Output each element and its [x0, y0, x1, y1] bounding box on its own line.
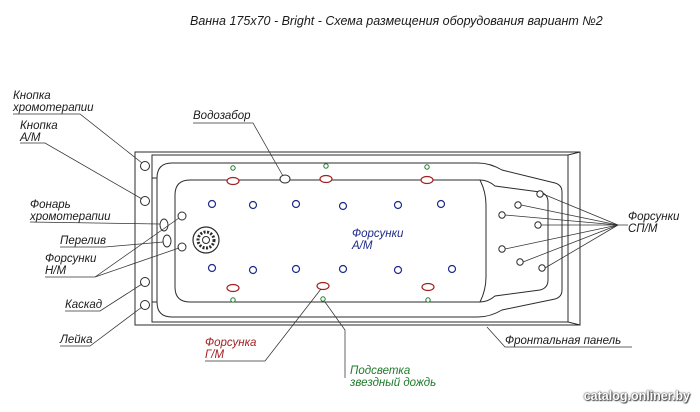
label-chromo-button-1: Кнопка [13, 90, 51, 102]
shower-head-icon [140, 300, 150, 310]
am-nozzles [207, 199, 457, 275]
label-starry-sky-2: звездный дождь [349, 377, 436, 389]
star-light-icon [323, 163, 329, 169]
gm-nozzle-icon [319, 174, 333, 184]
label-chromo-lamp-1: Фонарь [30, 199, 71, 211]
water-intake-icon [279, 174, 291, 184]
gm-nozzle-icon [226, 283, 240, 293]
gm-nozzle-icon [226, 176, 240, 186]
gm-nozzle-icon [421, 282, 435, 292]
am-nozzle-icon [393, 200, 403, 210]
spm-nozzle-icon [516, 258, 524, 266]
label-gm-nozzle-2: Г/М [205, 349, 224, 361]
label-chromo-button-2: хромотерапии [12, 102, 94, 114]
am-nozzle-icon [248, 200, 258, 210]
spm-nozzle-icon [536, 190, 544, 198]
label-cascade: Каскад [65, 299, 102, 311]
label-am-button-1: Кнопка [20, 120, 58, 132]
star-light-icon [230, 297, 236, 303]
diagram-title: Ванна 175х70 - Bright - Схема размещения… [190, 14, 603, 28]
gm-nozzle-icon [420, 175, 434, 185]
label-gm-nozzle-1: Форсунка [205, 337, 256, 349]
label-overflow: Перелив [60, 235, 106, 247]
label-water-intake: Водозабор [193, 110, 251, 122]
star-light-icon [230, 165, 236, 171]
spm-nozzles [498, 190, 546, 272]
am-nozzle-icon [291, 199, 301, 209]
spm-nozzle-icon [534, 221, 542, 229]
nm-nozzle-icon [177, 211, 187, 221]
am-nozzle-icon [207, 199, 217, 209]
nm-nozzle-icon [177, 242, 187, 252]
spm-nozzle-icon [538, 264, 546, 272]
label-nm-nozzles-2: Н/М [45, 265, 67, 277]
leader-lines [13, 113, 632, 378]
am-button-icon [140, 196, 150, 206]
cascade-icon [140, 277, 150, 287]
star-light-icon [425, 297, 431, 303]
label-nm-nozzles-1: Форсунки [45, 253, 97, 265]
am-nozzle-icon [338, 264, 348, 274]
am-nozzle-icon [436, 199, 446, 209]
star-light-icon [320, 296, 326, 302]
gm-nozzles [226, 174, 435, 293]
label-spm-nozzles-1: Форсунки [628, 211, 680, 223]
label-am-nozzles-1: Форсунки [352, 228, 404, 240]
star-lights [230, 163, 431, 303]
spm-nozzle-icon [498, 211, 506, 219]
site-watermark: catalog.onliner.by [583, 389, 690, 403]
rim-controls [140, 161, 150, 310]
spm-nozzle-icon [498, 245, 506, 253]
am-nozzle-icon [207, 263, 217, 273]
am-nozzle-icon [447, 264, 457, 274]
left-wall-equipment [159, 211, 220, 254]
label-am-nozzles-2: А/М [351, 240, 373, 252]
chromo-lamp-icon [159, 218, 169, 232]
am-nozzle-icon [338, 201, 348, 211]
am-nozzle-icon [248, 265, 258, 275]
star-light-icon [424, 164, 430, 170]
am-nozzle-icon [291, 264, 301, 274]
label-shower: Лейка [59, 334, 93, 346]
label-am-button-2: А/М [19, 132, 41, 144]
spm-nozzle-icon [514, 201, 522, 209]
label-spm-nozzles-2: СП/М [628, 223, 658, 235]
chromo-button-icon [140, 161, 150, 171]
gm-nozzle-icon [316, 281, 330, 291]
label-front-panel: Фронтальная панель [505, 335, 621, 347]
overflow-icon [162, 234, 172, 248]
am-nozzle-icon [393, 265, 403, 275]
label-chromo-lamp-2: хромотерапии [29, 211, 111, 223]
bath-outline [134, 151, 581, 326]
callout-labels: Кнопка хромотерапии Кнопка А/М Фонарь хр… [12, 90, 680, 389]
label-starry-sky-1: Подсветка [350, 365, 410, 377]
